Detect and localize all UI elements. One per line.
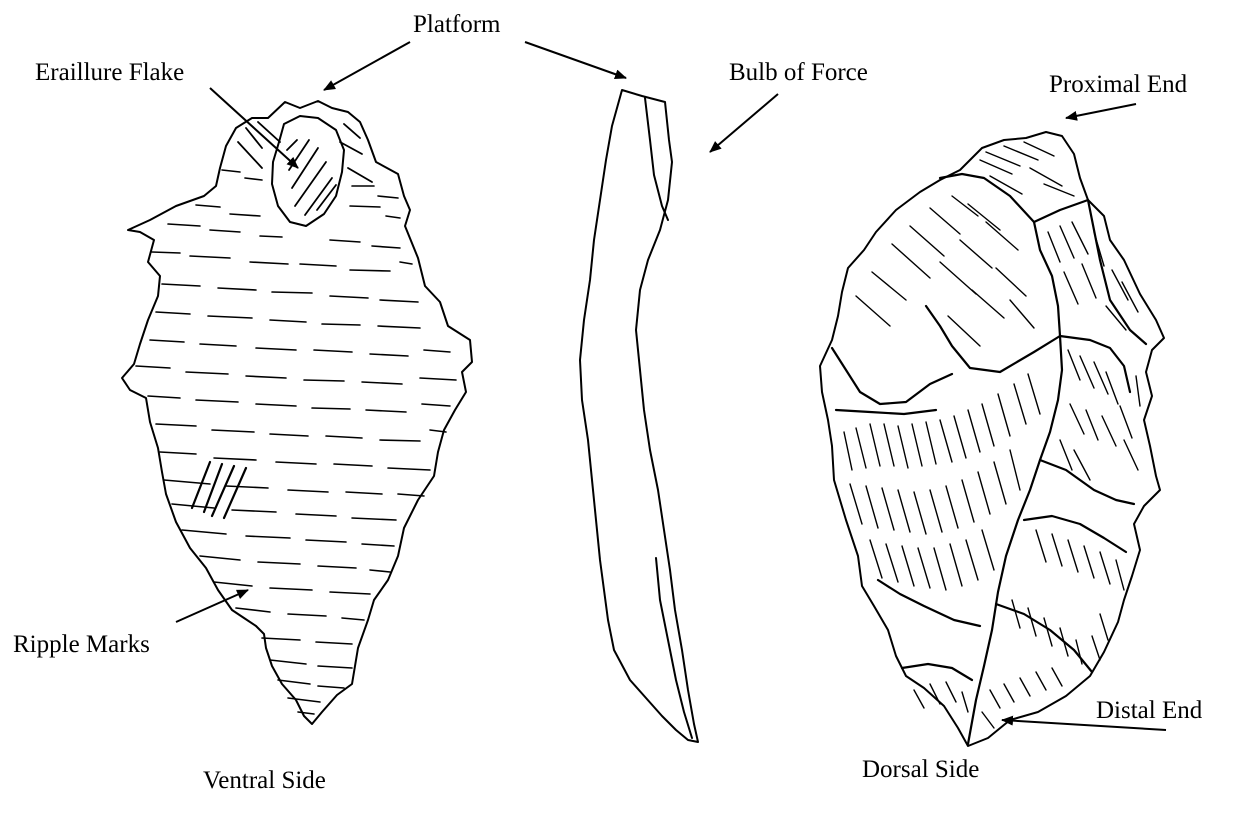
- label-eraillure-flake: Eraillure Flake: [35, 60, 184, 85]
- label-ripple-marks: Ripple Marks: [13, 632, 150, 657]
- label-distal-end: Distal End: [1096, 698, 1202, 723]
- label-ventral-side: Ventral Side: [203, 768, 326, 793]
- arrow-ripple-marks: [176, 590, 248, 622]
- arrow-platform-ventral: [324, 42, 410, 90]
- side-profile-drawing: [580, 90, 698, 742]
- side-profile-bulb-line: [645, 98, 668, 220]
- label-bulb-of-force: Bulb of Force: [729, 60, 868, 85]
- side-profile-outline: [580, 90, 698, 742]
- label-platform: Platform: [413, 12, 501, 37]
- ventral-flake-drawing: [122, 101, 472, 724]
- label-dorsal-side: Dorsal Side: [862, 757, 979, 782]
- arrow-bulb-of-force: [710, 94, 778, 152]
- arrow-platform-profile: [525, 42, 626, 78]
- dorsal-flake-drawing: [820, 132, 1164, 746]
- side-profile-inner-line: [656, 558, 692, 738]
- ventral-flake-outline: [122, 101, 472, 724]
- ripple-mark-lines: [136, 170, 456, 714]
- arrow-proximal-end: [1066, 104, 1136, 118]
- dorsal-hatching: [844, 142, 1140, 728]
- label-proximal-end: Proximal End: [1049, 72, 1187, 97]
